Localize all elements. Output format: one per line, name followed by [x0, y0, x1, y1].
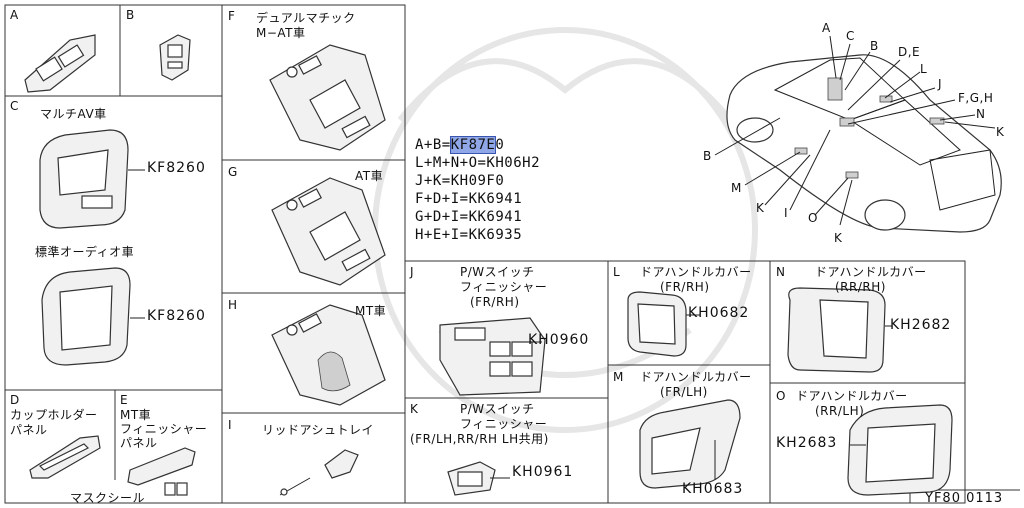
cell-j-title3: (FR/RH) [470, 295, 520, 309]
callout-l: L [920, 62, 928, 76]
cell-e-title2: フィニッシャー [120, 422, 208, 436]
cell-m-title1: ドアハンドルカバー [640, 370, 752, 384]
part-n-door-handle-cover [787, 287, 886, 373]
cell-f-title1: デュアルマチック [256, 11, 356, 25]
cell-e-title1: MT車 [120, 408, 152, 422]
formula-line-4: F+D+I=KK6941 [415, 191, 523, 207]
part-l-door-handle-cover [627, 291, 687, 357]
cell-c-sub-title: 標準オーディオ車 [35, 245, 135, 259]
callout-k-low: K [834, 231, 843, 245]
cell-k-title3: (FR/LH,RR/RH LH共用) [410, 432, 549, 446]
mask-seal-label: マスクシール [70, 491, 146, 505]
callout-k-bottom: K [756, 201, 765, 215]
cell-o-letter: O [776, 389, 786, 403]
cell-j-code: KH0960 [528, 332, 590, 348]
callout-de: D,E [898, 45, 921, 59]
cell-d-letter: D [10, 393, 20, 407]
callout-c: C [846, 29, 855, 43]
cell-l-letter: L [613, 265, 621, 279]
cell-k-letter: K [410, 402, 419, 416]
cell-k-title2: フィニッシャー [460, 417, 548, 431]
cell-g-letter: G [228, 165, 238, 179]
cell-d-title2: パネル [10, 423, 48, 437]
callout-j: J [938, 77, 943, 91]
cell-d-title1: カップホルダー [10, 408, 98, 422]
left-grid-frame [4, 4, 406, 504]
cell-j-letter: J [410, 265, 415, 279]
cell-o-title1: ドアハンドルカバー [796, 389, 908, 403]
part-b-illustration [159, 34, 191, 81]
cell-c-sub-code: KF8260 [147, 308, 206, 324]
callout-k-right: K [996, 125, 1005, 139]
part-m-door-handle-cover [639, 399, 741, 489]
formula-line-3: J+K=KH09F0 [415, 173, 505, 189]
cell-a-letter: A [10, 8, 19, 22]
formula-highlight[interactable]: KF87E [449, 136, 497, 154]
cell-m-code: KH0683 [682, 481, 744, 497]
cell-k-code: KH0961 [512, 464, 574, 480]
cell-c-title: マルチAV車 [40, 107, 107, 121]
cell-i-title: リッドアシュトレイ [262, 423, 375, 437]
cell-h-title: MT車 [355, 304, 387, 318]
cell-c-code: KF8260 [147, 160, 206, 176]
formula-line-1: A+B=KF87E0 [415, 136, 505, 154]
formula-line-6: H+E+I=KK6935 [415, 227, 523, 243]
part-h-mt-console [271, 304, 386, 406]
part-o-door-handle-cover [847, 404, 953, 496]
cell-c-letter: C [10, 99, 19, 113]
cell-f-title2: M−AT車 [256, 26, 306, 40]
cell-m-letter: M [613, 370, 624, 384]
cell-n-letter: N [776, 265, 786, 279]
part-c-multi-av-illustration [39, 129, 145, 229]
formula-line-2: L+M+N+O=KH06H2 [415, 155, 541, 171]
vehicle-illustration [714, 35, 1002, 233]
cell-l-title1: ドアハンドルカバー [640, 265, 752, 279]
cell-l-title2: (FR/RH) [660, 280, 710, 294]
part-a-illustration [24, 34, 96, 93]
part-i-lid-ashtray [279, 449, 359, 496]
callout-fgh: F,G,H [958, 91, 994, 105]
cell-j-title2: フィニッシャー [460, 280, 548, 294]
part-f-dual-matic-console [269, 44, 386, 151]
part-d-cup-holder-panel [29, 435, 101, 479]
cell-h-letter: H [228, 298, 238, 312]
part-k-pw-switch-finisher [447, 461, 496, 496]
cell-n-title1: ドアハンドルカバー [815, 265, 927, 279]
callout-i: I [784, 206, 789, 220]
cell-o-title2: (RR/LH) [815, 404, 865, 418]
cell-i-letter: I [228, 418, 233, 432]
diagram-id: YF80 0113 [925, 491, 1004, 506]
cell-n-title2: (RR/RH) [835, 280, 886, 294]
cell-m-title2: (FR/LH) [660, 385, 708, 399]
callout-b-top: B [870, 39, 879, 53]
cell-j-title1: P/Wスイッチ [460, 265, 535, 279]
cell-g-title: AT車 [355, 169, 384, 183]
cell-l-code: KH0682 [688, 305, 750, 321]
callout-m: M [731, 181, 742, 195]
cell-k-title1: P/Wスイッチ [460, 402, 535, 416]
callout-n: N [976, 107, 986, 121]
cell-e-letter: E [120, 393, 129, 407]
part-c-standard-audio-illustration [41, 267, 145, 366]
part-j-pw-switch-finisher [439, 317, 546, 396]
callout-a: A [822, 21, 831, 35]
part-g-at-console [271, 177, 386, 286]
formula-line-5: G+D+I=KK6941 [415, 209, 523, 225]
cell-e-title3: パネル [120, 436, 158, 450]
cell-o-code: KH2683 [776, 435, 838, 451]
callout-o: O [808, 211, 818, 225]
cell-n-code: KH2682 [890, 317, 952, 333]
cell-b-letter: B [126, 8, 135, 22]
callout-b-left: B [703, 149, 712, 163]
cell-f-letter: F [228, 9, 236, 23]
part-e-finisher-panel [127, 447, 196, 496]
